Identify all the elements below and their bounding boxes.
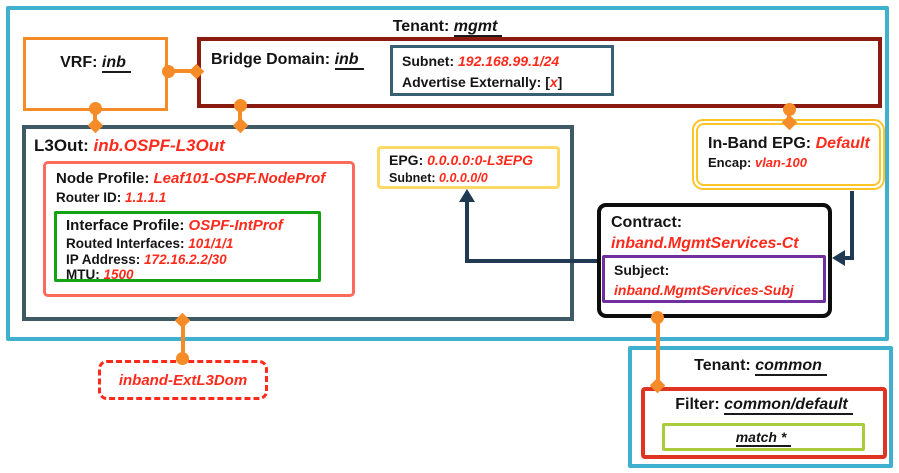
tenant-mgmt-title: Tenant: mgmt (10, 18, 885, 37)
arrow-left-icon (832, 250, 845, 266)
tenant-common-box: Tenant: common Filter: common/default ma… (628, 346, 893, 468)
inband-epg-name: Default (815, 135, 870, 152)
tenant-mgmt-label: Tenant: (392, 18, 450, 35)
arrow-up-icon (459, 189, 475, 202)
routed-interfaces-label: Routed Interfaces: (66, 236, 185, 251)
epg-label: EPG: (389, 152, 424, 168)
connector-contract-filter (656, 316, 660, 385)
connector-dot-contract-bottom (651, 311, 664, 324)
tenant-common-title: Tenant: common (632, 357, 889, 376)
vrf-box: VRF: inb (23, 37, 168, 111)
l3out-label: L3Out: (34, 136, 89, 155)
ext-l3dom-box: inband-ExtL3Dom (98, 360, 268, 400)
connector-dot-extdom-top (176, 352, 189, 365)
arrow-contract-epg-vertical (465, 200, 469, 261)
bd-advertise-open: [ (545, 74, 550, 90)
inband-encap-value: vlan-100 (754, 155, 808, 170)
connector-dot-vrf-bottom (89, 102, 102, 115)
epg-box: EPG: 0.0.0.0:0-L3EPG Subnet: 0.0.0.0/0 (377, 146, 560, 189)
filter-label: Filter: (675, 396, 720, 413)
bd-subnet-box: Subnet: 192.168.99.1/24 Advertise Extern… (390, 45, 614, 96)
inband-epg-inner: In-Band EPG: Default Encap: vlan-100 (696, 123, 881, 186)
bridge-domain-title: Bridge Domain: inb (211, 51, 364, 70)
bd-advertise-mark: x (549, 74, 558, 90)
match-box: match * (662, 423, 865, 451)
match-label: match * (735, 429, 792, 447)
subject-box: Subject: inband.MgmtServices-Subj (602, 255, 826, 303)
bd-subnet-value: 192.168.99.1/24 (458, 53, 560, 69)
routed-interfaces-value: 101/1/1 (188, 236, 234, 251)
bridge-domain-label: Bridge Domain: (211, 51, 331, 68)
ip-address-value: 172.16.2.2/30 (144, 251, 227, 267)
epg-subnet-label: Subnet: (389, 171, 436, 185)
router-id-line: Router ID: 1.1.1.1 (56, 189, 342, 207)
interface-profile-title: Interface Profile: OSPF-IntProf (66, 216, 309, 236)
bd-subnet-label: Subnet: (402, 53, 455, 69)
bridge-domain-name: inb (334, 51, 364, 70)
vrf-name: inb (101, 54, 131, 73)
tenant-common-name: common (755, 357, 827, 376)
mtu-label: MTU: (66, 267, 100, 282)
tenant-mgmt-name: mgmt (453, 18, 503, 37)
epg-subnet-line: Subnet: 0.0.0.0/0 (389, 170, 548, 186)
arrow-inband-contract-horizontal (843, 256, 854, 260)
l3out-title: L3Out: inb.OSPF-L3Out (34, 136, 225, 156)
bd-subnet-line: Subnet: 192.168.99.1/24 (402, 51, 602, 72)
contract-name: inband.MgmtServices-Ct (611, 235, 799, 252)
arrow-inband-contract-vertical (850, 191, 854, 260)
node-profile-title: Node Profile: Leaf101-OSPF.NodeProf (56, 169, 342, 189)
arrow-contract-epg-horizontal (465, 259, 597, 263)
inband-epg-label: In-Band EPG: (708, 135, 812, 152)
connector-dot-bd-bottom-right (783, 103, 796, 116)
mtu-value: 1500 (103, 267, 134, 282)
connector-dot-vrf-right (162, 65, 175, 78)
node-profile-label: Node Profile: (56, 170, 150, 187)
inband-encap-label: Encap: (708, 155, 752, 170)
node-profile-name: Leaf101-OSPF.NodeProf (153, 170, 326, 187)
filter-name: common/default (724, 396, 853, 415)
router-id-label: Router ID: (56, 190, 122, 205)
l3out-name: inb.OSPF-L3Out (93, 136, 225, 155)
interface-profile-box: Interface Profile: OSPF-IntProf Routed I… (54, 211, 321, 282)
epg-title: EPG: 0.0.0.0:0-L3EPG (389, 151, 548, 170)
routed-interfaces-line: Routed Interfaces: 101/1/1 (66, 236, 309, 252)
contract-label: Contract: (611, 214, 683, 231)
subject-name: inband.MgmtServices-Subj (614, 282, 794, 298)
inband-encap-line: Encap: vlan-100 (708, 154, 869, 172)
connector-bd-l3out (238, 104, 242, 127)
vrf-label: VRF: (60, 54, 98, 71)
ext-l3dom-name: inband-ExtL3Dom (118, 372, 248, 389)
router-id-value: 1.1.1.1 (125, 190, 167, 205)
bd-advertise-label: Advertise Externally: (402, 74, 542, 90)
connector-vrf-bd (166, 69, 199, 73)
subject-label: Subject: (614, 262, 670, 278)
connector-dot-bd-bottom (234, 99, 247, 112)
interface-profile-name: OSPF-IntProf (188, 217, 283, 234)
mtu-line: MTU: 1500 (66, 267, 309, 283)
tenant-common-label: Tenant: (694, 357, 751, 374)
inband-epg-title: In-Band EPG: Default (708, 133, 870, 154)
bd-advertise-close: ] (557, 74, 563, 90)
connector-l3out-extdom (181, 318, 185, 362)
epg-subnet-value: 0.0.0.0/0 (439, 171, 488, 185)
connector-vrf-l3out (93, 107, 97, 127)
bd-advertise-line: Advertise Externally: [x] (402, 72, 602, 93)
ip-address-line: IP Address: 172.16.2.2/30 (66, 252, 309, 268)
ip-address-label: IP Address: (66, 251, 141, 267)
interface-profile-label: Interface Profile: (66, 217, 185, 234)
filter-box: Filter: common/default match * (641, 387, 887, 459)
epg-name: 0.0.0.0:0-L3EPG (427, 152, 533, 168)
